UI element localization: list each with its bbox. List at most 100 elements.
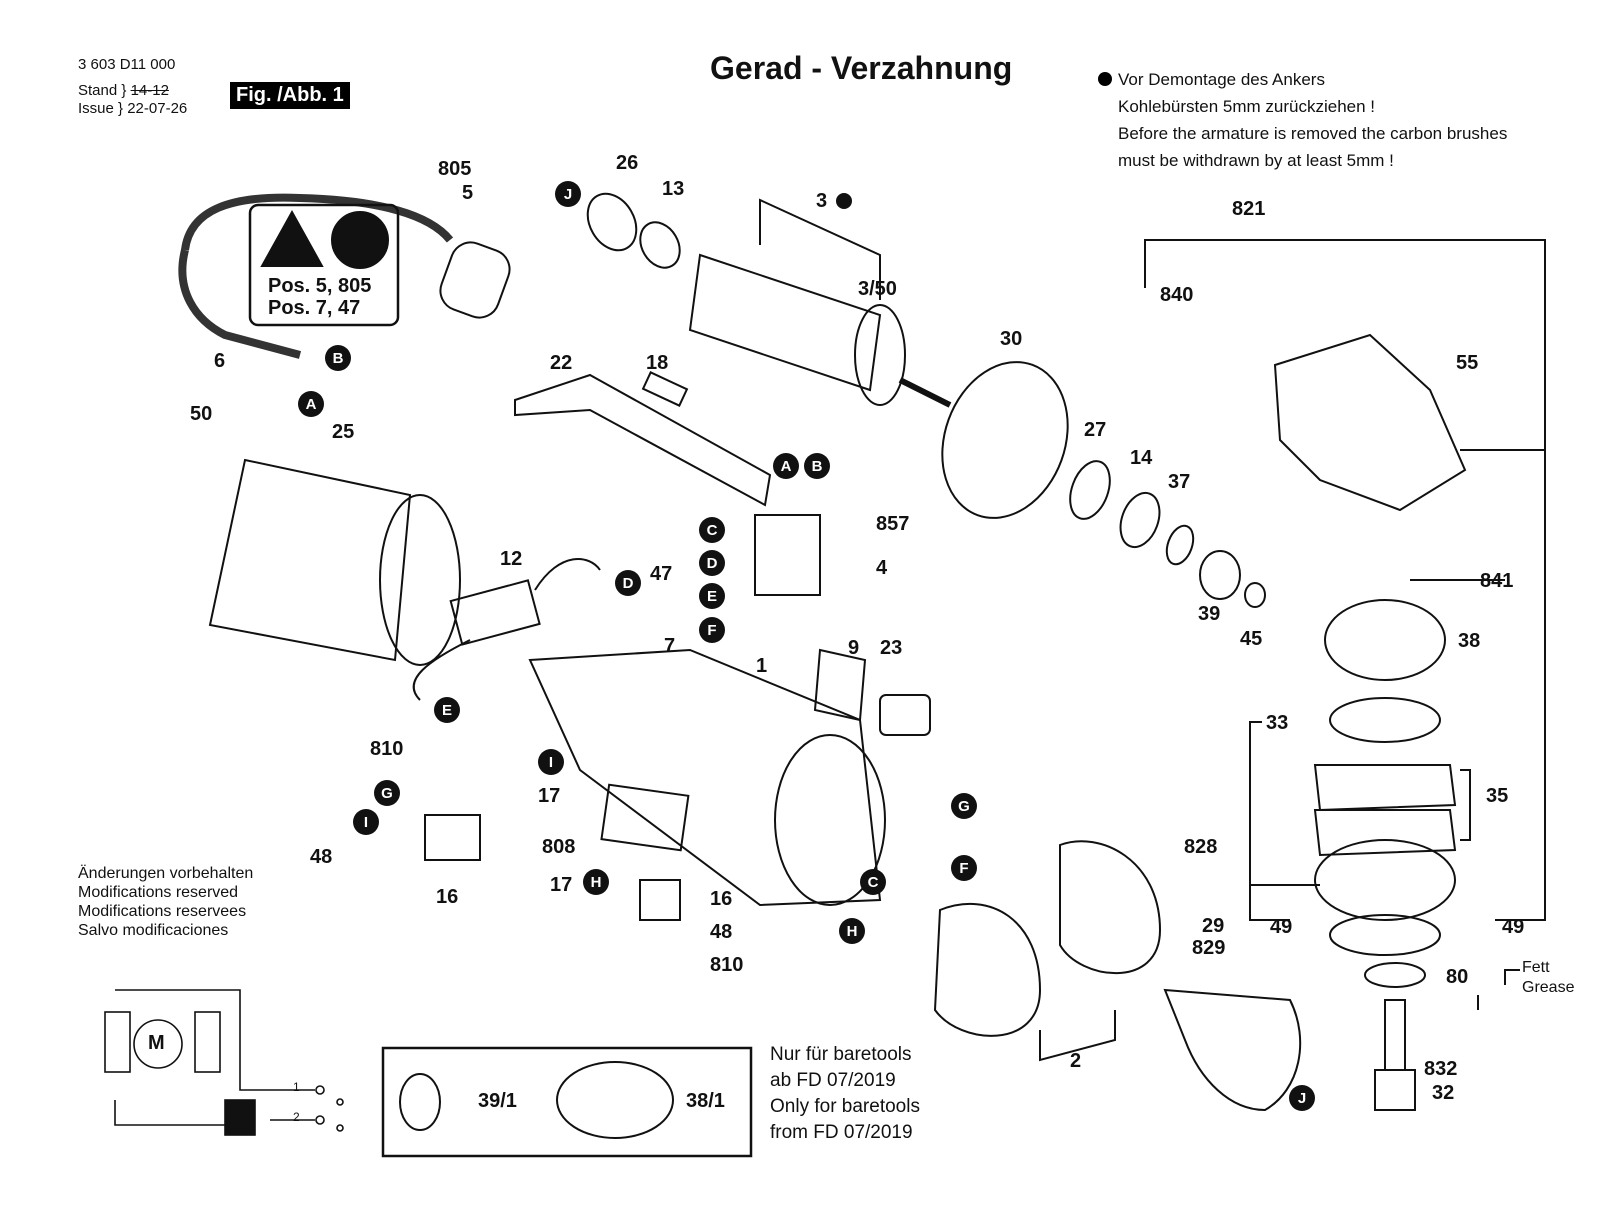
part-label-33: 33 <box>1266 712 1289 734</box>
part-label-48a: 48 <box>310 846 333 868</box>
motor-housing-1 <box>528 648 882 907</box>
changes-fr: Modifications reservees <box>78 903 247 920</box>
part-label-14: 14 <box>1130 447 1153 469</box>
suppressor-12 <box>449 579 541 646</box>
gear-38-1 <box>556 1061 674 1139</box>
part-label-810a: 810 <box>370 738 404 760</box>
motor-letter: M <box>148 1032 165 1054</box>
housing-25-opening <box>379 494 461 666</box>
part-label-805: 805 <box>438 158 472 180</box>
part-label-840: 840 <box>1160 284 1194 306</box>
connector-G2 <box>951 793 977 819</box>
changes-es: Salvo modificaciones <box>78 922 229 939</box>
part-label-810b: 810 <box>710 954 744 976</box>
part-label-4: 4 <box>876 557 888 579</box>
part-label-30: 30 <box>1000 328 1023 350</box>
part-label-38: 38 <box>1458 630 1481 652</box>
connector-I2 <box>353 809 379 835</box>
document-number: 3 603 D11 000 <box>78 56 176 73</box>
pinion-39-1 <box>399 1073 441 1131</box>
warning-triangle-icon <box>260 209 324 267</box>
housing-25 <box>208 458 412 662</box>
part-label-3-50: 3/50 <box>858 278 897 300</box>
connector-label: B <box>333 350 344 367</box>
grease-note: Fett Grease <box>1522 958 1574 998</box>
field-coil-upper <box>1059 840 1162 975</box>
connector-label: H <box>847 923 858 940</box>
washer-37 <box>1165 524 1195 566</box>
spindle-32 <box>1384 999 1406 1071</box>
o-ring-33 <box>1329 697 1441 743</box>
switch-terminal-2: 2 <box>293 1110 300 1124</box>
part-label-17a: 17 <box>538 785 561 807</box>
part-label-9: 9 <box>848 637 860 659</box>
part-label-832: 832 <box>1424 1058 1458 1080</box>
part-label-829: 829 <box>1192 937 1226 959</box>
part-label-38-1: 38/1 <box>686 1090 725 1112</box>
note-de-line1: Vor Demontage des Ankers <box>1118 70 1325 89</box>
connector-D1 <box>699 550 725 576</box>
bullet-icon <box>836 193 852 209</box>
connector-label: G <box>381 785 393 802</box>
part-label-5: 5 <box>462 182 474 204</box>
brush-holder-16a <box>424 814 481 861</box>
spindle-thread <box>1374 1069 1416 1111</box>
connector-label: H <box>591 874 602 891</box>
nameplate-808 <box>600 783 690 852</box>
bracket-828 <box>1249 721 1290 921</box>
connector-A1 <box>298 391 324 417</box>
connector-label: D <box>707 555 718 572</box>
figure-tag: Fig. /Abb. 1 <box>230 82 350 109</box>
connector-C2 <box>860 869 886 895</box>
bullet-icon <box>1098 72 1112 86</box>
warning-pos-line2: Pos. 7, 47 <box>268 297 361 319</box>
power-cord <box>181 193 454 251</box>
part-label-35: 35 <box>1486 785 1509 807</box>
connector-label: G <box>958 798 970 815</box>
connector-H1 <box>583 869 609 895</box>
part-label-7: 7 <box>664 635 676 657</box>
connector-H2 <box>839 918 865 944</box>
part-label-16b: 16 <box>710 888 733 910</box>
baretools-en-line1: Only for baretools <box>770 1096 920 1117</box>
grease-de: Fett <box>1522 959 1550 976</box>
part-label-13: 13 <box>662 178 685 200</box>
plate-35a <box>1313 764 1457 812</box>
part-label-27: 27 <box>1084 419 1107 441</box>
part-label-22: 22 <box>550 352 573 374</box>
issue-date: 22-07-26 <box>127 100 188 117</box>
baretools-en-line2: from FD 07/2019 <box>770 1122 913 1143</box>
bevel-gear-38 <box>1324 599 1446 681</box>
label-9 <box>813 648 867 722</box>
part-label-25: 25 <box>332 421 355 443</box>
connector-D2 <box>615 570 641 596</box>
connector-J2 <box>1289 1085 1315 1111</box>
stand-label: Stand <box>78 82 118 99</box>
connector-E2 <box>434 697 460 723</box>
part-label-39-1: 39/1 <box>478 1090 517 1112</box>
armature <box>688 253 882 392</box>
part-label-808: 808 <box>542 836 576 858</box>
connector-label: F <box>959 860 968 877</box>
motor-housing-opening <box>774 734 886 906</box>
baretools-box <box>381 1046 753 1158</box>
warning-box <box>248 203 400 327</box>
connector-J1 <box>555 181 581 207</box>
stand-old-date: 14-12 <box>130 82 169 99</box>
guard-29 <box>1163 988 1302 1112</box>
baretools-note: Nur für baretools ab FD 07/2019 Only for… <box>770 1042 920 1146</box>
connector-I1 <box>538 749 564 775</box>
connector-F1 <box>699 617 725 643</box>
connector-markers <box>298 181 1315 1111</box>
part-label-857: 857 <box>876 513 910 535</box>
bearing-13 <box>639 221 681 269</box>
modifications-notice: Änderungen vorbehalten Modifications res… <box>78 864 253 940</box>
wiring-diagram <box>104 989 344 1136</box>
changes-de: Änderungen vorbehalten <box>78 865 254 882</box>
part-label-6: 6 <box>214 350 226 372</box>
connector-C1 <box>699 517 725 543</box>
part-label-55: 55 <box>1456 352 1479 374</box>
note-de-line2: Kohlebürsten 5mm zurückziehen ! <box>1118 97 1376 116</box>
connector-F2 <box>951 855 977 881</box>
connector-label: E <box>707 588 717 605</box>
